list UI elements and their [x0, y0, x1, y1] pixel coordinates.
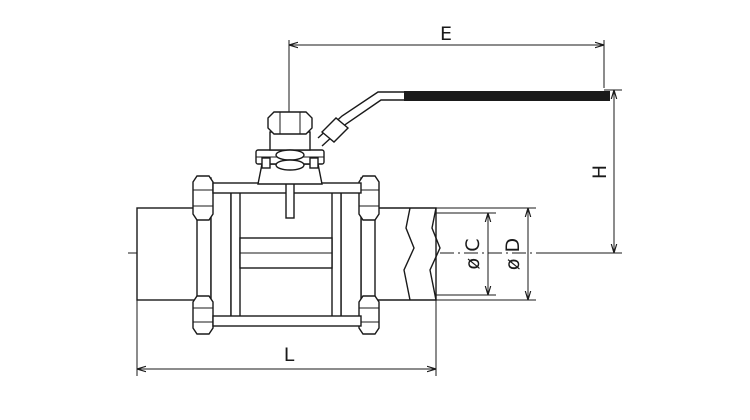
dimension-H: H [540, 89, 622, 254]
dim-label-D: ø D [502, 238, 524, 270]
left-end-cap [192, 175, 232, 335]
dim-label-L: L [284, 344, 295, 366]
right-pipe-end [372, 207, 441, 301]
stem-packing [255, 131, 325, 185]
left-pipe-end [136, 207, 200, 301]
dimension-D: ø D [436, 207, 536, 301]
dim-label-H: H [589, 165, 611, 179]
right-end-cap [340, 175, 380, 335]
dim-label-C: ø C [462, 239, 484, 270]
handle-lever [317, 91, 610, 147]
top-nut [267, 111, 313, 135]
dimension-C: ø C [436, 212, 496, 296]
dim-label-E: E [440, 23, 452, 45]
dimension-E: E [288, 23, 605, 112]
dimension-L: L [136, 300, 437, 376]
valve-body [212, 182, 362, 327]
